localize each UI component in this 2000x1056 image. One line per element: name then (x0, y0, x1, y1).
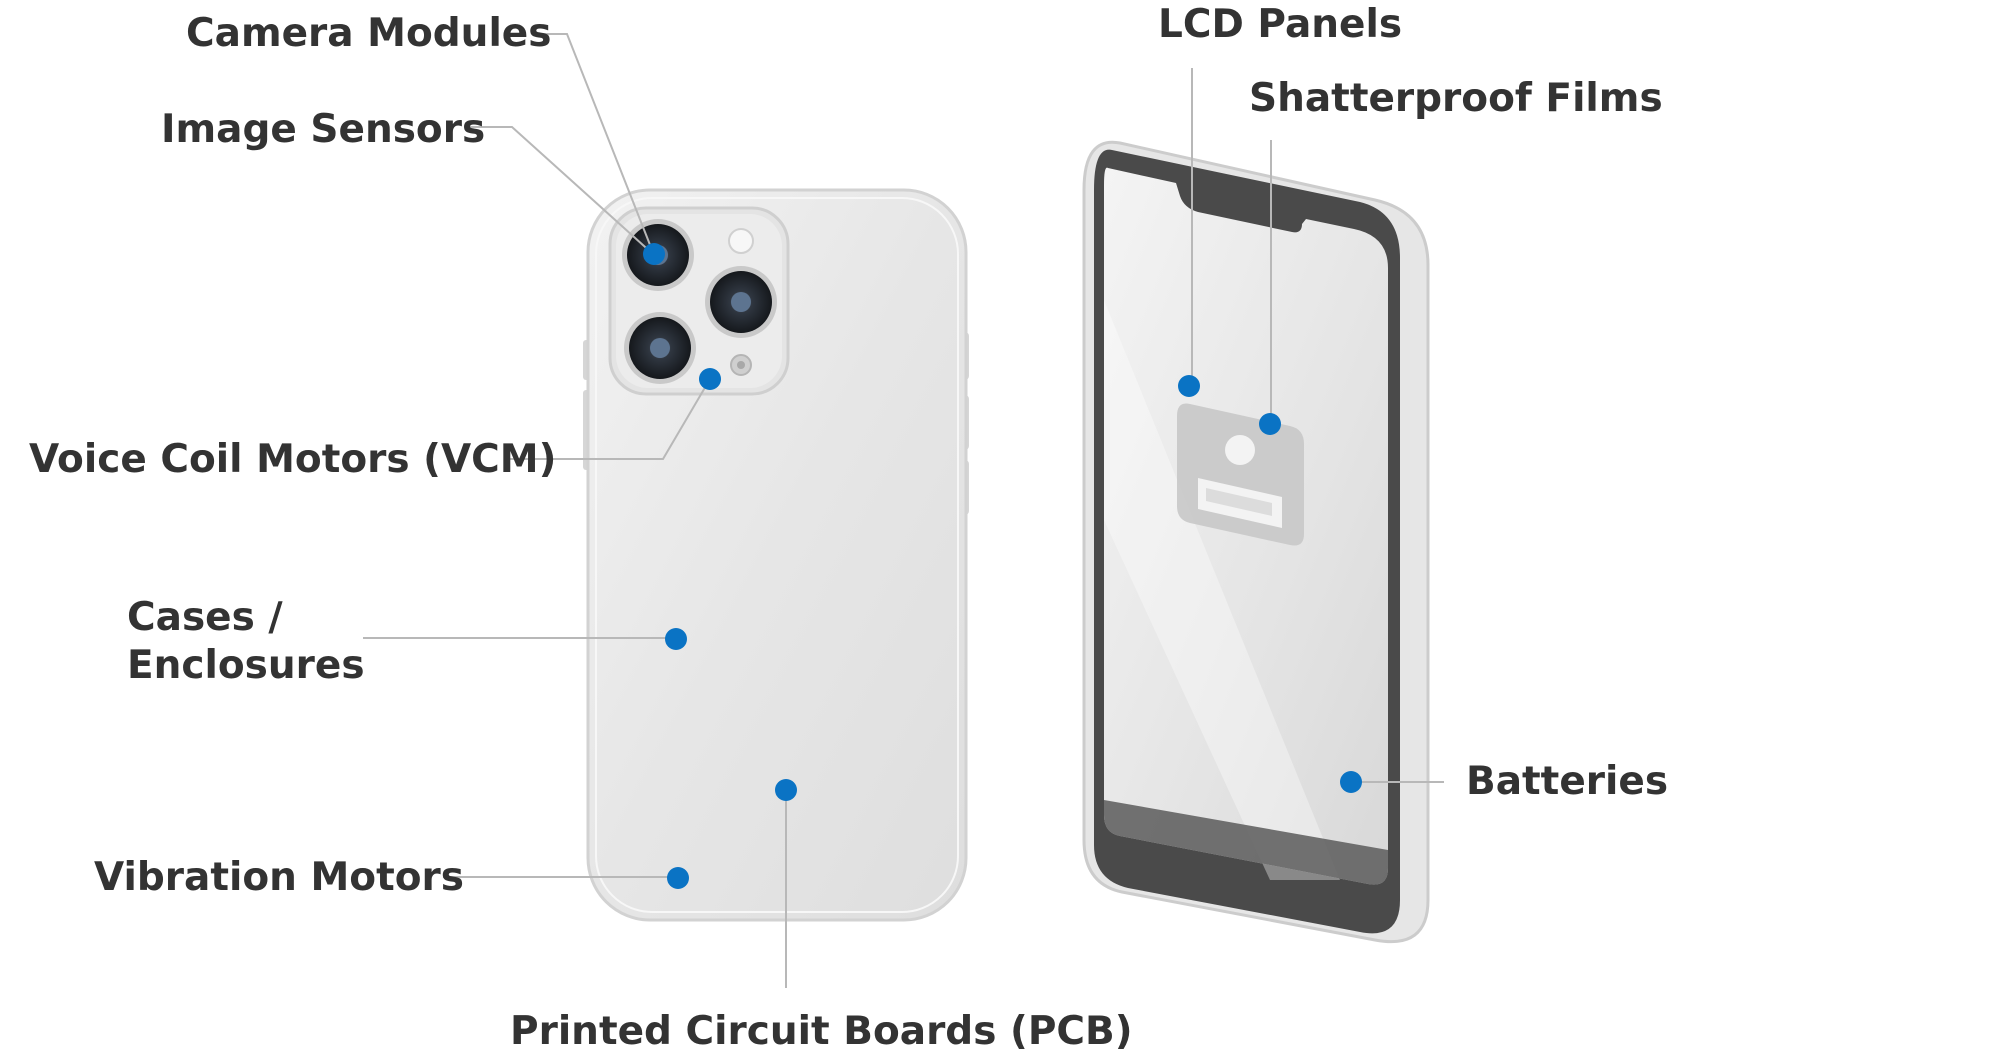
image-placeholder-sun (1225, 435, 1255, 465)
marker-lcd-panels (1178, 375, 1200, 397)
label-batteries: Batteries (1466, 759, 1669, 804)
marker-shatterproof-films (1259, 413, 1281, 435)
label-pcb: Printed Circuit Boards (PCB) (510, 1009, 1133, 1054)
phone-back (583, 188, 969, 922)
label-lcd-panels: LCD Panels (1158, 2, 1403, 47)
marker-batteries (1340, 771, 1362, 793)
marker-cases (665, 628, 687, 650)
marker-vibration-motors (667, 867, 689, 889)
label-cases-line2: Enclosures (127, 643, 365, 688)
leader-voice-coil-motors (510, 378, 711, 460)
leader-camera-modules (536, 33, 655, 256)
markers (643, 243, 1362, 889)
marker-pcb (775, 779, 797, 801)
camera-lens (705, 266, 777, 338)
label-vibration-motors: Vibration Motors (94, 855, 464, 900)
image-placeholder-bar-inner (1206, 488, 1272, 516)
microphone-inner (737, 361, 745, 369)
marker-voice-coil-motors (699, 368, 721, 390)
phone-back-inner-edge (595, 197, 959, 913)
label-voice-coil-motors: Voice Coil Motors (VCM) (29, 437, 557, 482)
camera-lens (624, 312, 696, 384)
label-shatterproof-films: Shatterproof Films (1249, 76, 1663, 121)
label-cases-enclosures: Cases / Enclosures (127, 594, 365, 690)
marker-camera-modules (643, 243, 665, 265)
label-camera-modules: Camera Modules (186, 11, 552, 56)
leader-image-sensors (470, 126, 655, 256)
label-image-sensors: Image Sensors (161, 107, 486, 152)
label-cases-line1: Cases / (127, 595, 283, 640)
leader-lines (363, 33, 1444, 988)
screen-glare (1104, 300, 1340, 880)
flash (728, 228, 754, 254)
screen-bottom-band (1104, 800, 1388, 885)
phone-front (1082, 140, 1430, 944)
